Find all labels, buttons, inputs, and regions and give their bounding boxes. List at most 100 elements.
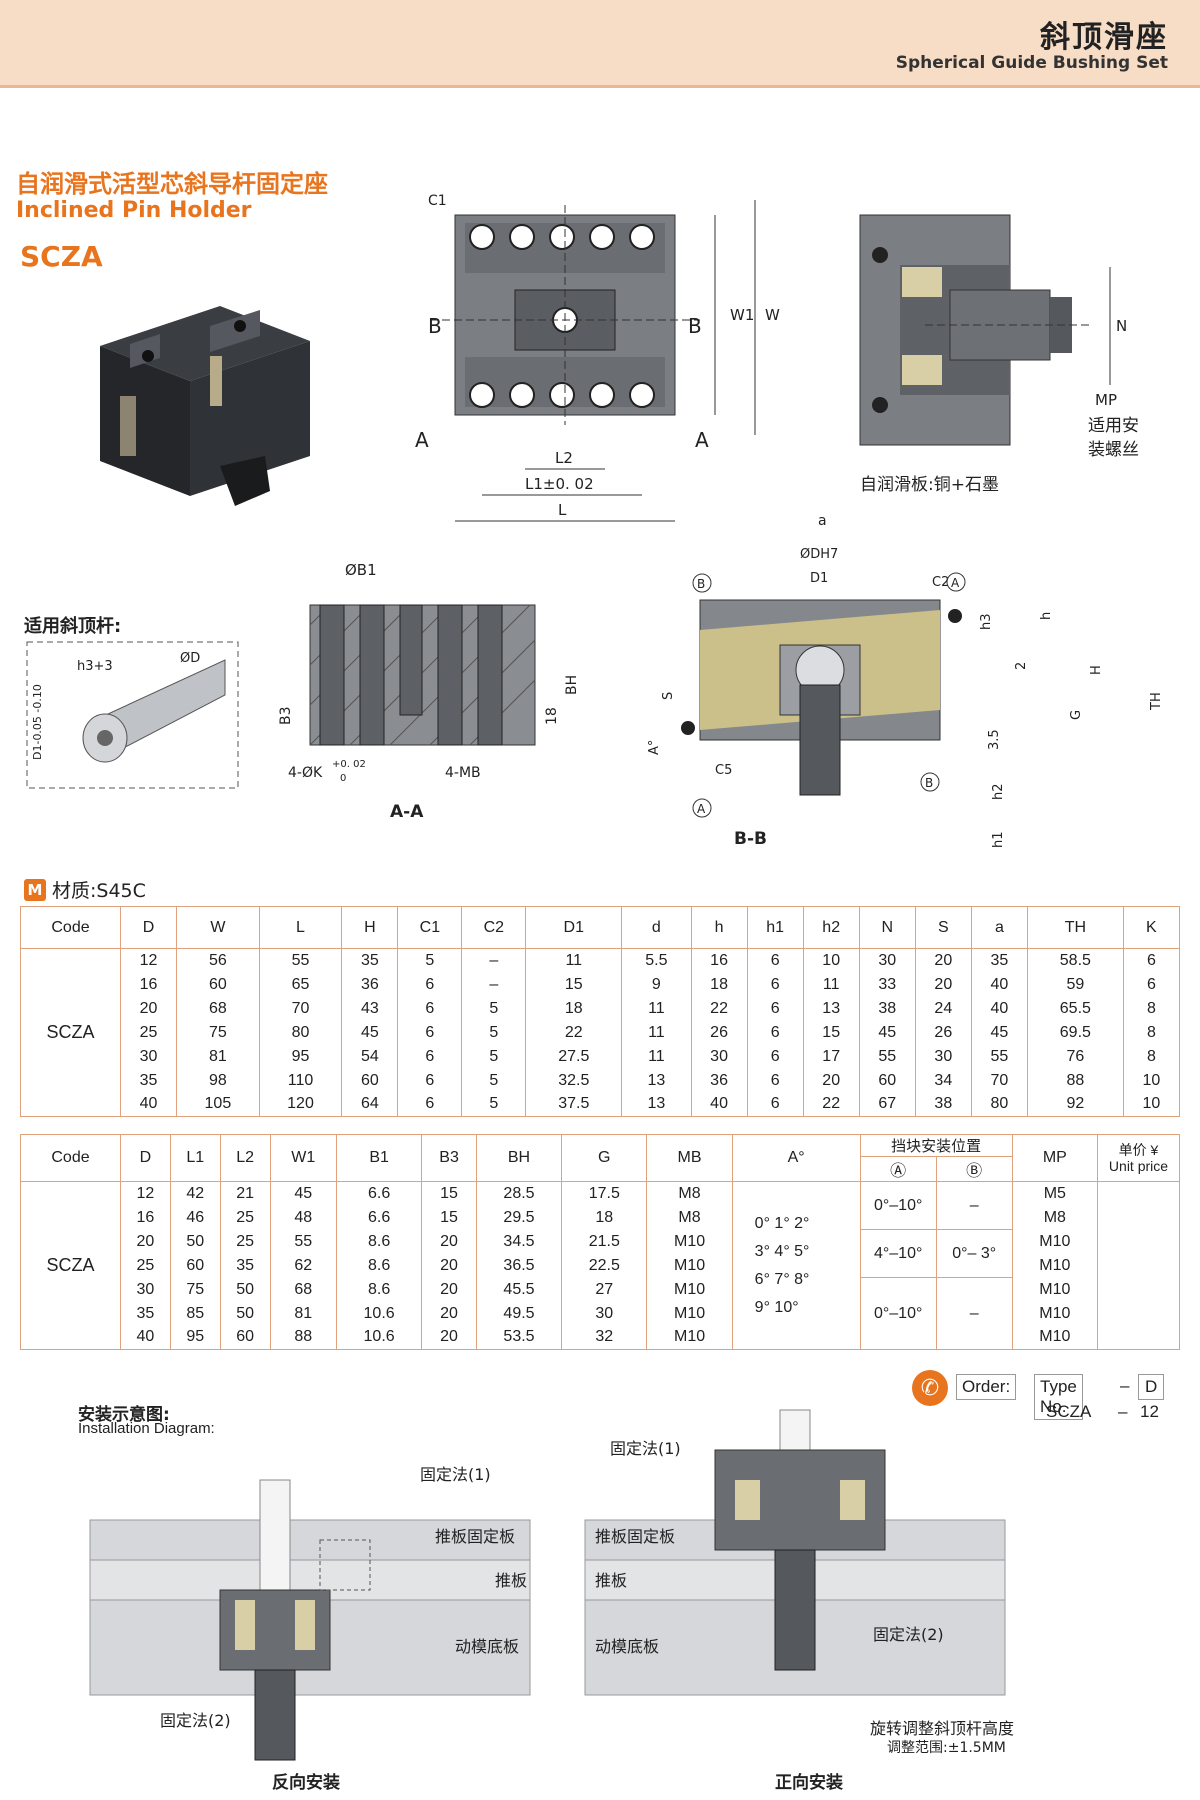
table2-cell: 40 (120, 1325, 171, 1350)
table1-header-cell: C2 (461, 906, 527, 949)
installation-title-en: Installation Diagram: (78, 1420, 215, 1437)
pin-h3-label: h3+3 (77, 659, 113, 674)
installation-right-diagram: 固定法(1) 推板固定板 推板 动模底板 固定法(2) 旋转调整斜顶杆高度 调整… (584, 1409, 1014, 1793)
table1-cell: 32.5 (525, 1068, 623, 1093)
mp-label: MP (1095, 391, 1117, 409)
bb-35-label: 3.5 (987, 729, 1002, 750)
order-example-dash: – (1118, 1402, 1128, 1421)
table1-cell: 8 (1122, 1020, 1181, 1045)
bb-circle-b-top: B (697, 577, 705, 591)
table2-price-cell (1097, 1253, 1180, 1278)
table1-cell: 110 (258, 1068, 343, 1093)
table1-header-cell: d (621, 906, 692, 949)
table2-header-cell: W1 (269, 1134, 337, 1182)
table1-cell: 6 (746, 1068, 804, 1093)
table2-cell: 6.6 (335, 1181, 423, 1206)
table1-header-cell: H (341, 906, 399, 949)
table1-cell: 56 (176, 948, 260, 973)
table1-cell: 34 (914, 1068, 972, 1093)
table2-cell: 21.5 (561, 1229, 648, 1254)
left-plate1-label: 推板固定板 (435, 1527, 515, 1546)
l2-label: L2 (555, 449, 573, 467)
aa-18-label: 18 (544, 707, 560, 725)
order-dash: – (1120, 1376, 1130, 1395)
a-right-label: A (695, 428, 709, 452)
header-title-cn: 斜顶滑座 (1040, 20, 1168, 55)
price-header-cn: 单价 ¥ (1118, 1142, 1159, 1158)
table1-cell: 11 (802, 972, 860, 997)
table1-cell: 40 (119, 1092, 178, 1117)
table1-cell: 81 (176, 1044, 260, 1069)
table2-cell: 29.5 (475, 1205, 563, 1230)
table1-cell: 38 (914, 1092, 972, 1117)
table2-price-cell (1097, 1229, 1180, 1254)
bb-odh7-label: ØDH7 (800, 547, 838, 562)
table1-cell: 27.5 (525, 1044, 623, 1069)
table2-header-cell: L2 (219, 1134, 271, 1182)
table1-cell: 8 (1122, 1044, 1181, 1069)
table1-header-cell: D (119, 906, 178, 949)
material-line: M 材质:S45C (24, 876, 146, 903)
bb-circle-b-bottom: B (925, 776, 933, 790)
table1-header-cell: C1 (397, 906, 463, 949)
table1-cell: 6 (746, 1020, 804, 1045)
l-label: L (558, 501, 567, 519)
table2-mp-cell: M8 (1011, 1205, 1099, 1230)
table2-cell: 12 (120, 1181, 171, 1206)
table1-header-cell: W (176, 906, 260, 949)
table2-cell: 35 (219, 1253, 271, 1278)
aa-bh-label: BH (564, 675, 580, 695)
n-label: N (1116, 317, 1127, 335)
table2-cell: 42 (169, 1181, 221, 1206)
table2-cell: 68 (269, 1277, 337, 1302)
table1-cell: 38 (858, 996, 916, 1021)
table1-cell: 10 (1122, 1092, 1181, 1117)
table1-cell: 25 (119, 1020, 178, 1045)
angle-line: 6° 7° 8° (754, 1270, 810, 1288)
table2-price-cell (1097, 1205, 1180, 1230)
bb-h-label: h (1039, 612, 1054, 620)
bb-adeg-label: A° (647, 740, 662, 755)
table2-price-cell (1097, 1277, 1180, 1302)
angle-line: 3° 4° 5° (754, 1242, 810, 1260)
table1-cell: 65.5 (1026, 996, 1124, 1021)
table2-stop-b-cell: – (935, 1181, 1013, 1230)
aa-b1-label: ØB1 (345, 561, 377, 579)
table2-mp-cell: M10 (1011, 1301, 1099, 1326)
phone-icon: ✆ (912, 1370, 948, 1406)
table1-cell: 16 (119, 972, 178, 997)
bb-h1-label: h1 (991, 831, 1006, 848)
table2-stop-b-cell: – (935, 1277, 1013, 1350)
table1-header-cell: D1 (525, 906, 623, 949)
table1-cell: 45 (858, 1020, 916, 1045)
table1-cell: 67 (858, 1092, 916, 1117)
table1-cell: 22 (525, 1020, 623, 1045)
table2-cell: 85 (169, 1301, 221, 1326)
left-fix1-label: 固定法(1) (420, 1465, 491, 1484)
table2-code-cell: SCZA (20, 1181, 121, 1350)
pin-od-label: ØD (180, 651, 200, 666)
right-fix1-label: 固定法(1) (610, 1439, 681, 1458)
bb-caption: B-B (734, 829, 767, 849)
table1-header-cell: K (1122, 906, 1181, 949)
table2-header-cell: MB (646, 1134, 733, 1182)
table2-cell: M10 (646, 1325, 733, 1350)
product-code: SCZA (20, 240, 103, 273)
table1-cell: 55 (858, 1044, 916, 1069)
w1-label: W1 (730, 306, 754, 324)
table2-mp-cell: M10 (1011, 1229, 1099, 1254)
bb-circle-a-bottom: A (697, 802, 706, 816)
product-photo (100, 306, 310, 506)
table2-cell: 25 (219, 1229, 271, 1254)
table1-cell: 40 (690, 1092, 748, 1117)
table2-cell: 22.5 (561, 1253, 648, 1278)
table2-cell: 20 (120, 1229, 171, 1254)
table1-header-cell: N (858, 906, 916, 949)
table1-cell: 10 (802, 948, 860, 973)
table2-cell: 20 (421, 1325, 477, 1350)
table1-cell: 80 (970, 1092, 1028, 1117)
table1-header-cell: h (690, 906, 748, 949)
